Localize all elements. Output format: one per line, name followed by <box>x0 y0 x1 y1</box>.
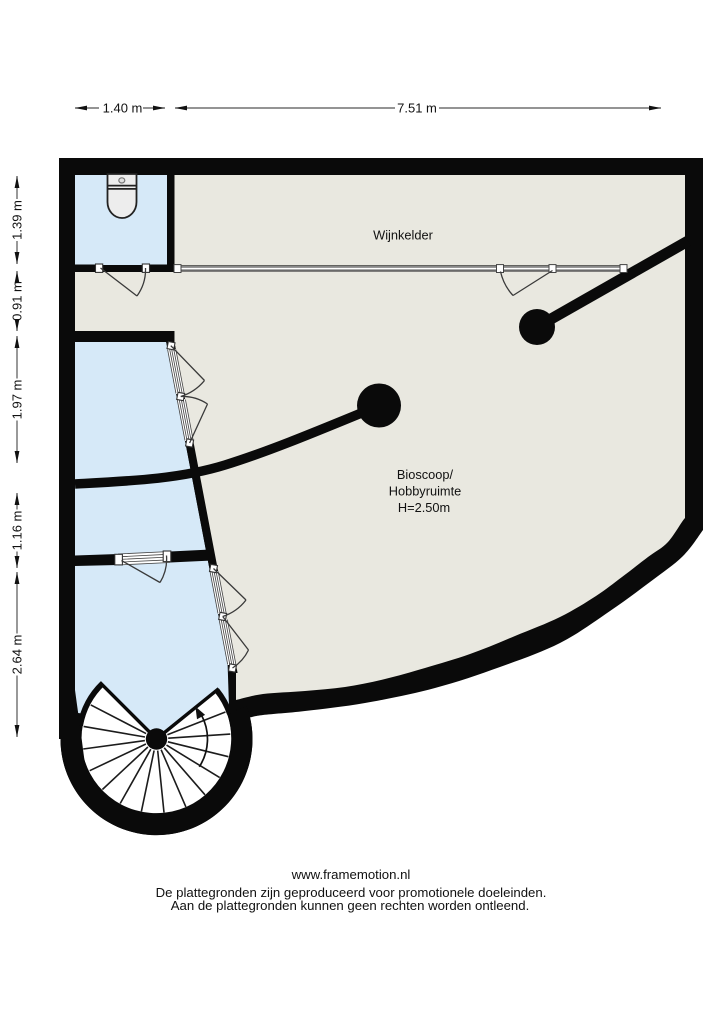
svg-text:H=2.50m: H=2.50m <box>398 500 450 515</box>
svg-text:0.91 m: 0.91 m <box>9 281 24 321</box>
svg-text:1.97 m: 1.97 m <box>9 380 24 420</box>
svg-text:7.51 m: 7.51 m <box>397 101 437 116</box>
svg-text:1.39 m: 1.39 m <box>9 200 24 240</box>
svg-text:www.framemotion.nl: www.framemotion.nl <box>291 867 411 882</box>
svg-text:Aan de plattegronden kunnen ge: Aan de plattegronden kunnen geen rechten… <box>171 898 530 913</box>
svg-text:Bioscoop/: Bioscoop/ <box>397 467 454 482</box>
svg-text:Hobbyruimte: Hobbyruimte <box>389 484 462 499</box>
svg-text:2.64 m: 2.64 m <box>9 635 24 675</box>
svg-text:De plattegronden zijn geproduc: De plattegronden zijn geproduceerd voor … <box>156 885 547 900</box>
svg-text:1.40 m: 1.40 m <box>103 101 143 116</box>
svg-text:1.16 m: 1.16 m <box>9 511 24 551</box>
svg-text:Wijnkelder: Wijnkelder <box>373 228 433 243</box>
